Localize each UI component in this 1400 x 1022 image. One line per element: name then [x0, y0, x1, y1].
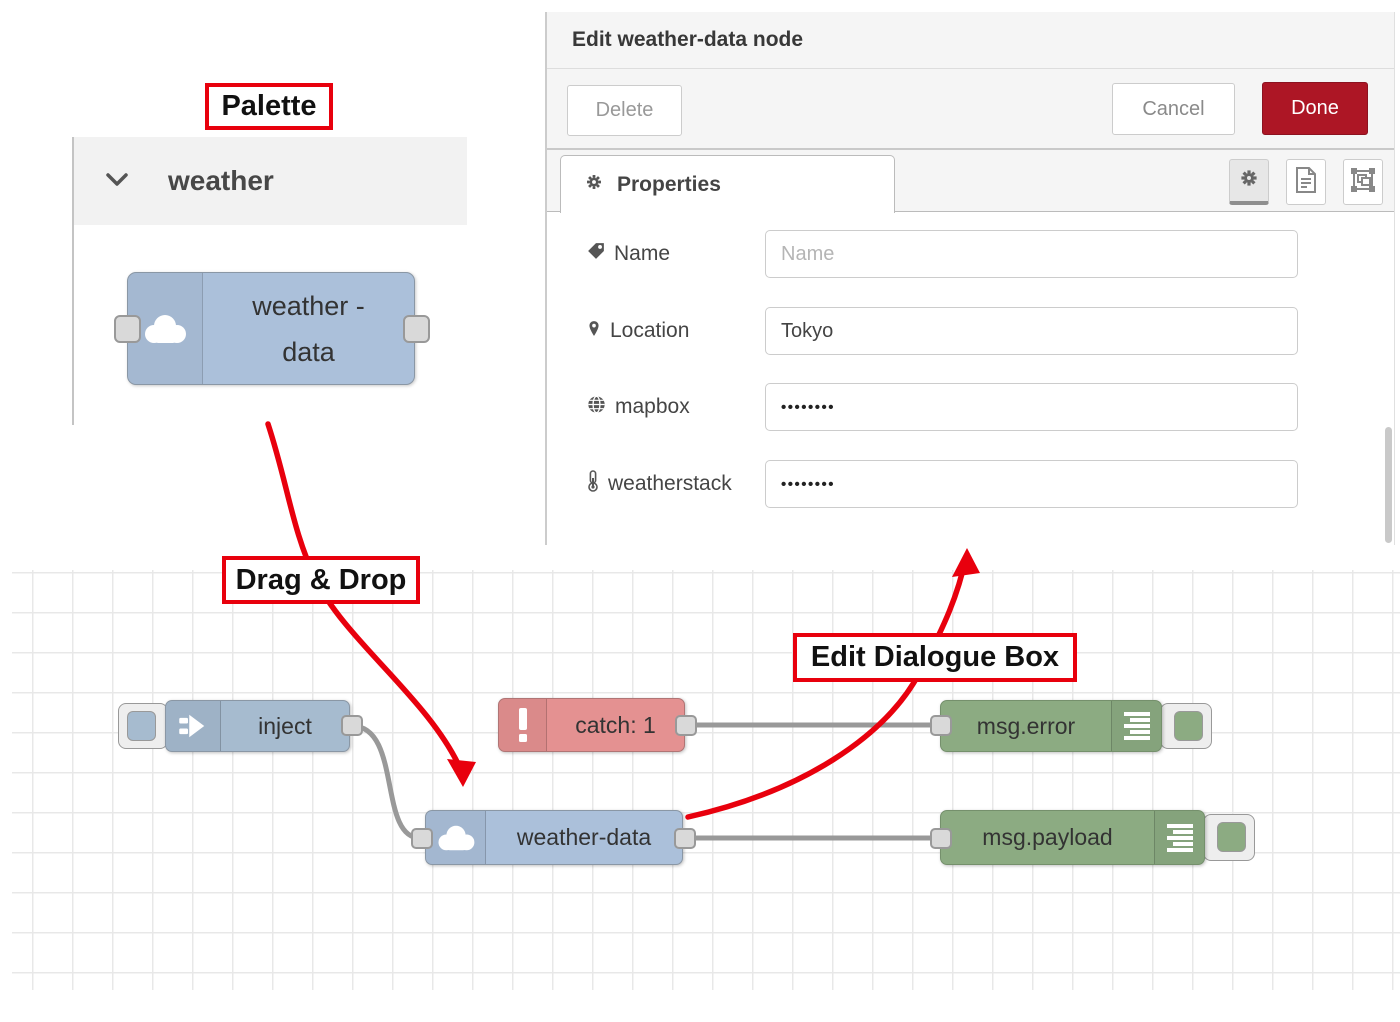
chevron-down-icon	[104, 170, 130, 193]
node-catch[interactable]: catch: 1	[498, 698, 685, 752]
msg-error-input-port[interactable]	[930, 715, 952, 736]
weather-data-output-port[interactable]	[674, 828, 696, 849]
gear-icon	[1237, 166, 1261, 195]
palette-category-header[interactable]: weather	[74, 137, 467, 225]
annotation-drag-drop: Drag & Drop	[222, 556, 420, 604]
dialog-title: Edit weather-data node	[572, 28, 804, 51]
properties-view-button[interactable]	[1229, 159, 1269, 205]
debug-lines-icon	[1111, 701, 1161, 751]
description-icon	[1295, 166, 1317, 198]
node-inject-label: inject	[258, 712, 312, 739]
node-catch-label: catch: 1	[575, 711, 656, 738]
cloud-icon	[128, 273, 203, 384]
debug-lines-icon	[1154, 811, 1204, 864]
node-weather-data-label: weather-data	[516, 824, 652, 850]
palette-panel: weather weather - data	[72, 137, 467, 425]
catch-output-port[interactable]	[675, 715, 697, 736]
dialog-header: Edit weather-data node	[547, 12, 1394, 69]
inject-arrow-icon	[166, 701, 221, 751]
palette-category-label: weather	[168, 165, 274, 196]
globe-icon	[587, 395, 606, 420]
palette-node-weather-data[interactable]: weather - data	[127, 272, 415, 385]
palette-node-output-port[interactable]	[403, 315, 430, 343]
node-weather-data[interactable]: weather-data	[425, 810, 683, 865]
form-row-location: Location	[547, 307, 1394, 355]
node-inject[interactable]: inject	[165, 700, 350, 752]
inject-trigger-button[interactable]	[118, 703, 168, 749]
msg-error-toggle-button[interactable]	[1160, 703, 1212, 749]
appearance-view-button[interactable]	[1343, 159, 1383, 205]
dialog-form: Name Location	[547, 212, 1394, 543]
palette-node-label: weather - data	[252, 290, 365, 367]
node-msg-error[interactable]: msg.error	[940, 700, 1162, 752]
map-marker-icon	[587, 319, 601, 344]
dialog-scrollbar[interactable]	[1385, 427, 1392, 543]
cancel-button[interactable]: Cancel	[1112, 83, 1235, 135]
palette-node-input-port[interactable]	[114, 315, 141, 343]
delete-button[interactable]: Delete	[567, 85, 682, 136]
flow-canvas[interactable]	[12, 570, 1400, 990]
form-row-mapbox: mapbox	[547, 383, 1394, 431]
exclamation-icon	[499, 699, 547, 751]
weatherstack-label: weatherstack	[587, 460, 732, 508]
msg-payload-toggle-button[interactable]	[1203, 814, 1255, 861]
weatherstack-key-input[interactable]	[765, 460, 1298, 508]
description-view-button[interactable]	[1286, 159, 1326, 205]
name-input[interactable]	[765, 230, 1298, 278]
dialog-tab-bar: Properties	[547, 150, 1394, 213]
edit-node-dialog: Edit weather-data node Delete Cancel Don…	[545, 12, 1395, 545]
annotation-palette: Palette	[205, 83, 333, 130]
node-msg-payload-label: msg.payload	[982, 824, 1113, 850]
cloud-icon	[426, 811, 486, 864]
appearance-icon	[1350, 167, 1376, 198]
annotation-edit-dialog: Edit Dialogue Box	[793, 633, 1077, 682]
location-input[interactable]	[765, 307, 1298, 355]
done-button[interactable]: Done	[1262, 82, 1368, 135]
tab-properties-label: Properties	[617, 172, 721, 196]
tag-icon	[587, 242, 605, 266]
form-row-name: Name	[547, 230, 1394, 278]
name-label: Name	[587, 230, 670, 278]
msg-payload-input-port[interactable]	[930, 828, 952, 849]
tab-properties[interactable]: Properties	[560, 155, 895, 213]
thermometer-icon	[587, 470, 599, 498]
node-msg-payload[interactable]: msg.payload	[940, 810, 1205, 865]
mapbox-label: mapbox	[587, 383, 690, 431]
weather-data-input-port[interactable]	[411, 828, 433, 849]
inject-output-port[interactable]	[341, 715, 363, 736]
form-row-weatherstack: weatherstack	[547, 460, 1394, 508]
node-msg-error-label: msg.error	[976, 712, 1076, 739]
dialog-button-row: Delete Cancel Done	[547, 69, 1394, 150]
location-label: Location	[587, 307, 689, 355]
gear-icon	[583, 171, 605, 199]
mapbox-key-input[interactable]	[765, 383, 1298, 431]
